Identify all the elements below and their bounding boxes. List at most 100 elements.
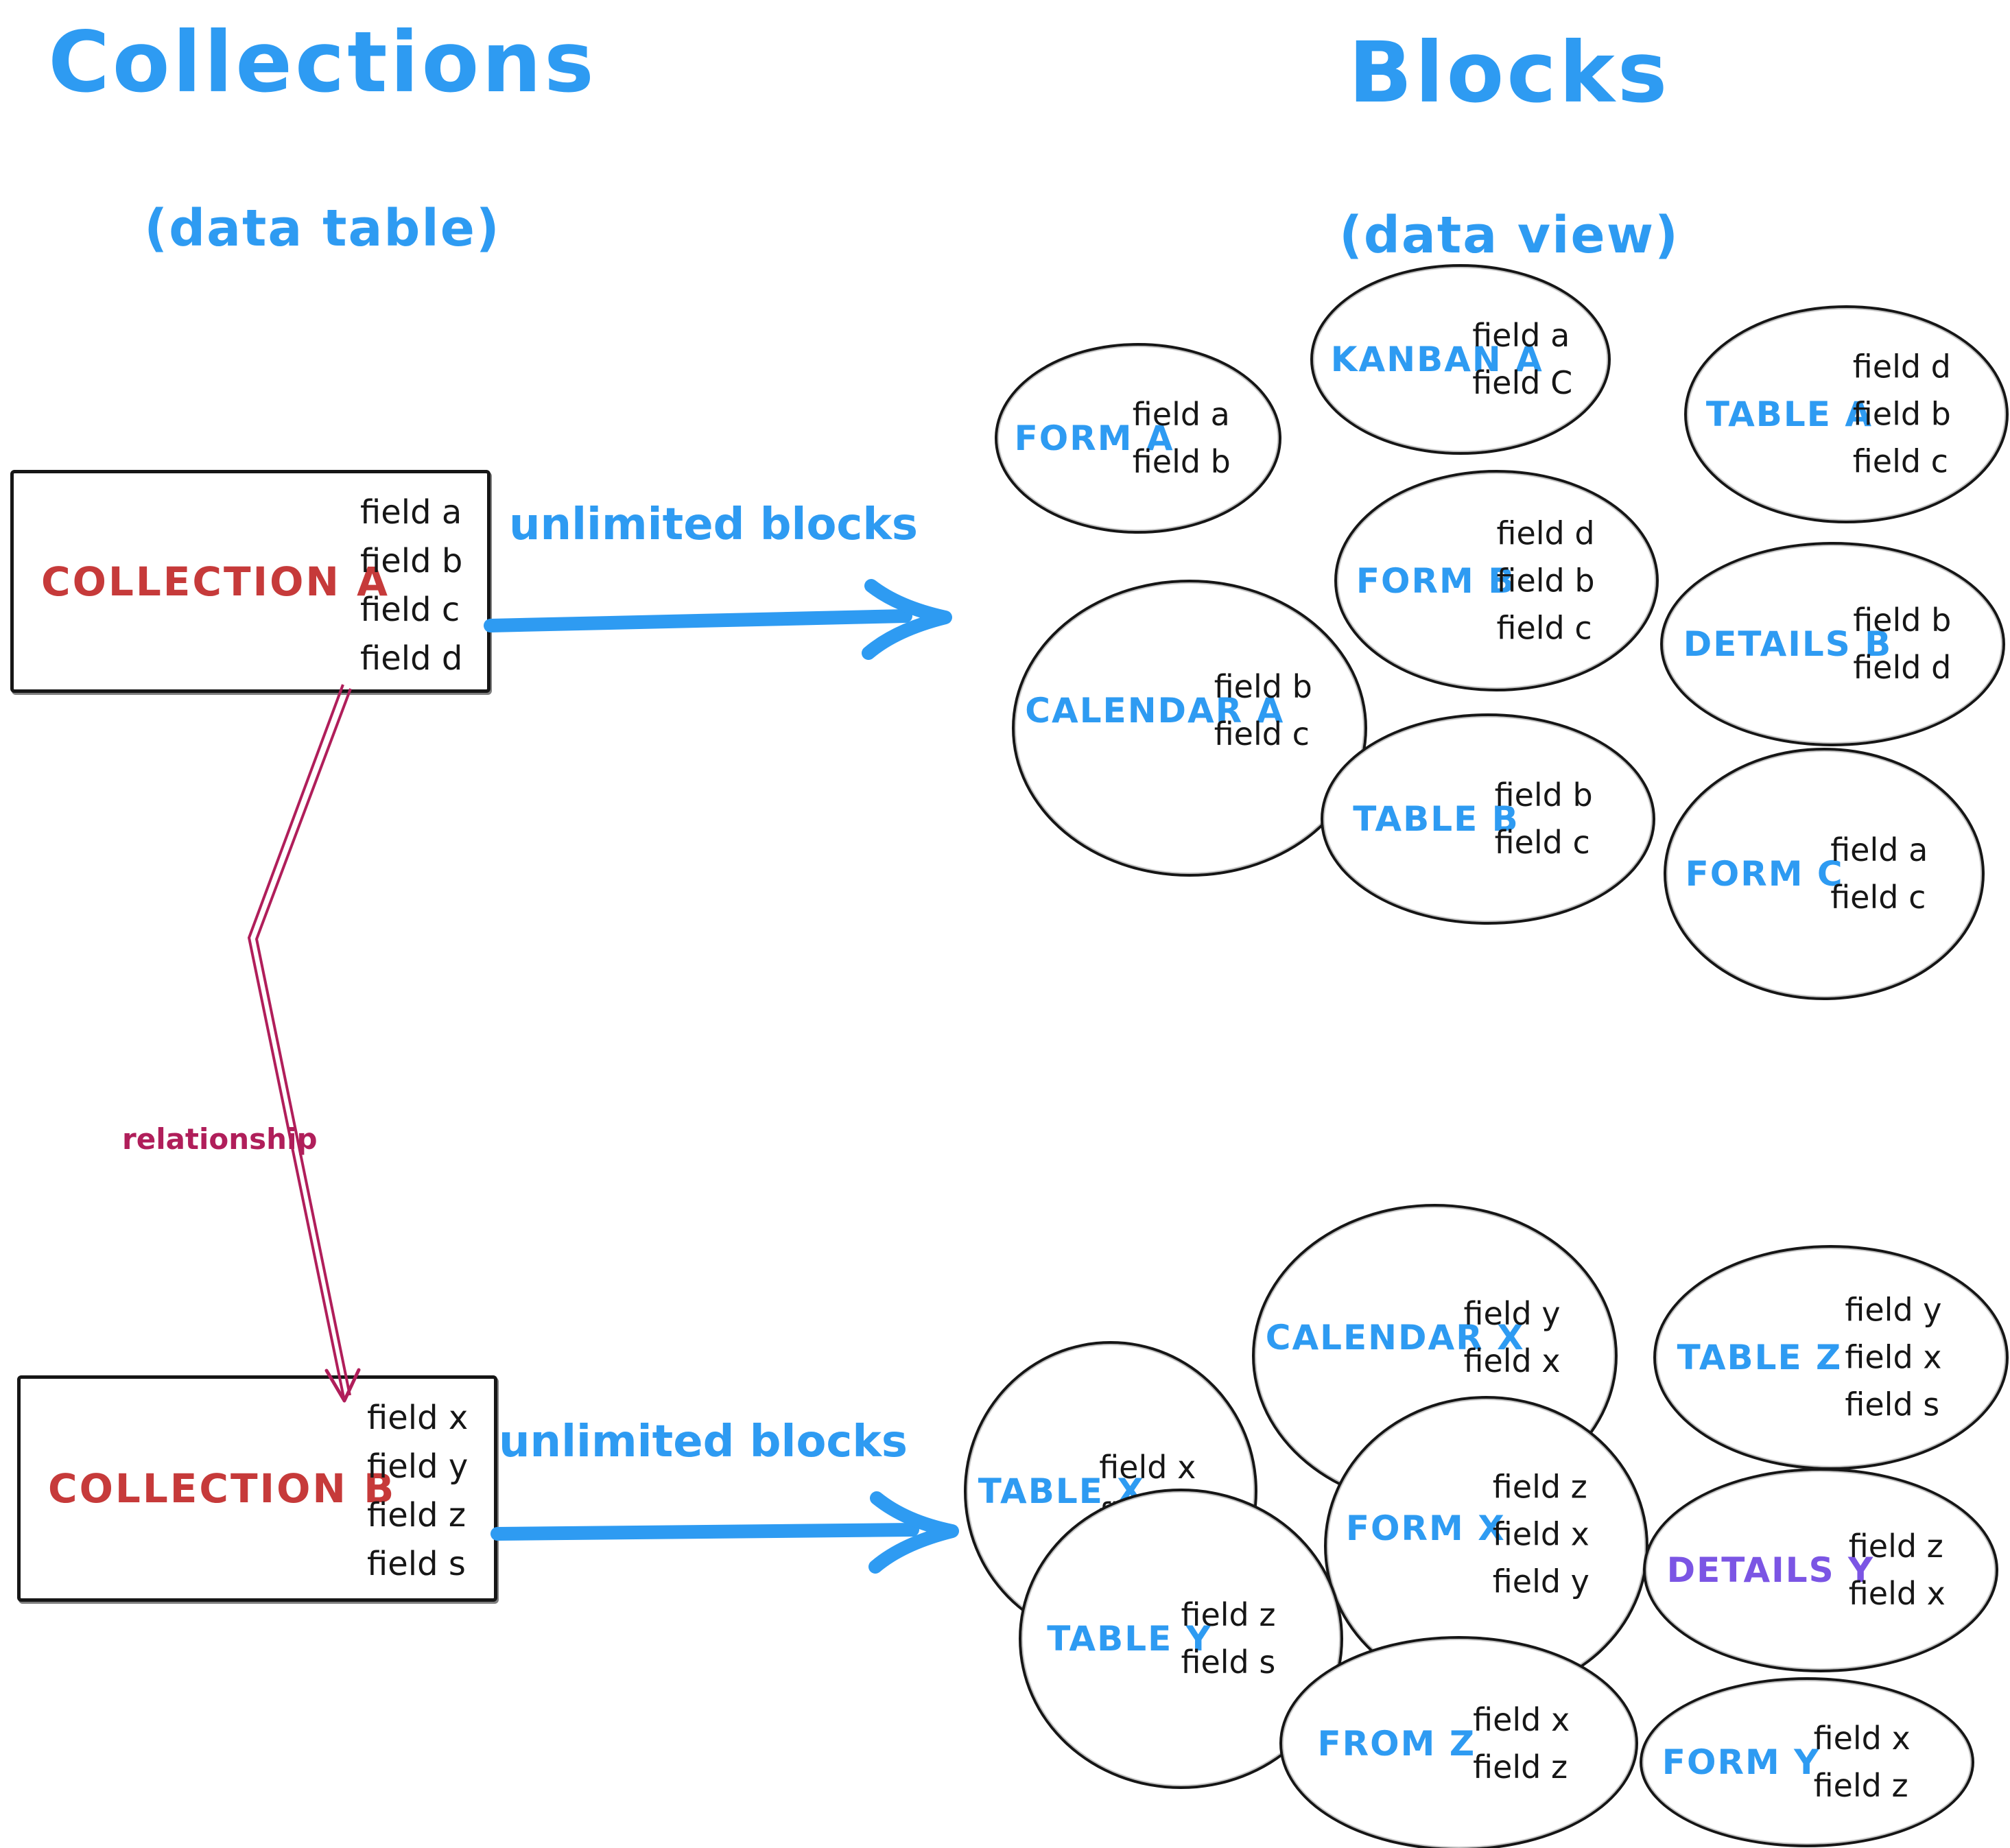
block-label: FORM Y bbox=[1662, 1742, 1821, 1782]
block-field: field z bbox=[1473, 1748, 1568, 1786]
block-field: field x bbox=[1492, 1515, 1589, 1553]
block-fields: field a field b bbox=[1133, 391, 1231, 486]
block-field: field z bbox=[1492, 1468, 1587, 1506]
block-field: field c bbox=[1494, 824, 1590, 861]
block-form-y: FORM Y field x field z bbox=[1640, 1677, 1974, 1847]
block-field: field C bbox=[1472, 364, 1573, 401]
block-field: field b bbox=[1853, 602, 1952, 639]
block-field: field x bbox=[1099, 1449, 1196, 1486]
block-label: CALENDAR A bbox=[1025, 691, 1285, 731]
collection-b-field: field s bbox=[367, 1545, 466, 1584]
block-field: field b bbox=[1852, 395, 1951, 433]
block-field: field x bbox=[1845, 1338, 1942, 1376]
block-label: TABLE Z bbox=[1677, 1338, 1843, 1377]
block-field: field d bbox=[1853, 649, 1952, 686]
block-field: field y bbox=[1492, 1563, 1589, 1600]
collection-b-fields: field x field y field z field s bbox=[367, 1394, 468, 1589]
block-field: field z bbox=[1848, 1528, 1943, 1565]
block-kanban-a: KANBAN A field a field C bbox=[1310, 264, 1611, 455]
block-form-x: FORM X field z field x field y bbox=[1324, 1396, 1648, 1696]
block-label: TABLE A bbox=[1705, 394, 1873, 434]
collection-a-field: field b bbox=[360, 542, 463, 581]
collection-b-field: field z bbox=[367, 1496, 466, 1535]
collection-a-name: COLLECTION A bbox=[41, 558, 390, 605]
block-fields: field d field b field c bbox=[1497, 510, 1595, 652]
collection-b-box: COLLECTION B field x field y field z fie… bbox=[17, 1375, 497, 1602]
arrow-a-label: unlimited blocks bbox=[508, 499, 919, 550]
collection-a-field: field d bbox=[360, 639, 463, 678]
block-label: TABLE Y bbox=[1047, 1619, 1212, 1659]
block-fields: field b field c bbox=[1214, 663, 1312, 758]
block-field: field a bbox=[1132, 396, 1230, 433]
relationship-label: relationship bbox=[122, 1122, 318, 1156]
block-fields: field y field x field s bbox=[1845, 1287, 1941, 1429]
block-fields: field d field b field c bbox=[1853, 344, 1951, 486]
block-fields: field z field s bbox=[1181, 1591, 1276, 1686]
block-form-b: FORM B field d field b field c bbox=[1334, 470, 1659, 691]
block-fields: field a field c bbox=[1830, 827, 1928, 921]
block-from-z: FROM Z field x field z bbox=[1279, 1636, 1638, 1848]
block-table-z: TABLE Z field y field x field s bbox=[1653, 1245, 2009, 1470]
block-field: field c bbox=[1830, 879, 1926, 916]
collection-a-field: field c bbox=[360, 591, 460, 630]
block-label: FROM Z bbox=[1317, 1723, 1476, 1764]
collection-a-fields: field a field b field c field d bbox=[360, 488, 462, 683]
block-field: field c bbox=[1852, 442, 1948, 480]
collection-a-box: COLLECTION A field a field b field c fie… bbox=[10, 470, 490, 693]
block-label: DETAILS Y bbox=[1666, 1550, 1875, 1590]
block-field: field d bbox=[1496, 514, 1595, 552]
blocks-title: Blocks bbox=[1348, 24, 1670, 121]
collection-b-field: field x bbox=[367, 1399, 469, 1437]
block-field: field b bbox=[1214, 668, 1312, 705]
collection-a-field: field a bbox=[360, 493, 462, 532]
block-form-a: FORM A field a field b bbox=[995, 343, 1281, 534]
collection-b-name: COLLECTION B bbox=[48, 1465, 397, 1512]
arrow-b-label: unlimited blocks bbox=[498, 1417, 908, 1467]
block-details-b: DETAILS B field b field d bbox=[1660, 542, 2005, 746]
block-field: field z bbox=[1181, 1596, 1276, 1633]
block-field: field s bbox=[1845, 1386, 1940, 1423]
block-fields: field z field x field y bbox=[1493, 1463, 1589, 1605]
collection-b-field: field y bbox=[367, 1447, 469, 1486]
relationship-arrow-icon bbox=[247, 684, 361, 1403]
block-table-a: TABLE A field d field b field c bbox=[1684, 305, 2009, 523]
collections-subtitle: (data table) bbox=[144, 199, 501, 258]
block-field: field x bbox=[1473, 1701, 1570, 1738]
block-field: field y bbox=[1845, 1291, 1942, 1329]
block-label: CALENDAR X bbox=[1265, 1318, 1525, 1358]
block-form-c: FORM C field a field c bbox=[1664, 748, 1985, 1000]
arrow-b-icon bbox=[490, 1491, 959, 1574]
block-fields: field a field C bbox=[1472, 312, 1572, 407]
block-field: field d bbox=[1852, 348, 1951, 386]
block-label: TABLE B bbox=[1353, 799, 1520, 839]
block-calendar-a: CALENDAR A field b field c bbox=[1012, 580, 1367, 877]
block-field: field c bbox=[1214, 715, 1310, 753]
block-details-y: DETAILS Y field z field x bbox=[1643, 1468, 1998, 1672]
block-field: field b bbox=[1132, 443, 1231, 480]
block-field: field c bbox=[1496, 609, 1592, 646]
block-field: field x bbox=[1813, 1720, 1911, 1757]
arrow-a-icon bbox=[484, 579, 952, 660]
block-fields: field y field x bbox=[1464, 1290, 1561, 1385]
block-label: DETAILS B bbox=[1683, 624, 1893, 664]
block-field: field b bbox=[1496, 562, 1595, 599]
block-field: field x bbox=[1848, 1575, 1946, 1612]
block-field: field a bbox=[1472, 317, 1570, 354]
block-field: field b bbox=[1494, 777, 1593, 814]
block-fields: field b field d bbox=[1853, 597, 1951, 691]
block-label: FORM X bbox=[1345, 1508, 1506, 1549]
block-fields: field x field z bbox=[1473, 1696, 1570, 1791]
block-fields: field z field x bbox=[1849, 1523, 1946, 1618]
block-field: field a bbox=[1830, 831, 1928, 868]
block-field: field s bbox=[1181, 1644, 1276, 1681]
block-label: FORM C bbox=[1685, 854, 1844, 894]
block-label: FORM A bbox=[1014, 418, 1174, 458]
block-field: field x bbox=[1463, 1342, 1561, 1380]
block-field: field z bbox=[1813, 1767, 1908, 1804]
collections-title: Collections bbox=[48, 14, 597, 111]
blocks-subtitle: (data view) bbox=[1339, 206, 1679, 265]
block-fields: field x field z bbox=[1814, 1715, 1911, 1810]
block-field: field y bbox=[1463, 1295, 1561, 1333]
block-label: KANBAN A bbox=[1330, 340, 1544, 379]
